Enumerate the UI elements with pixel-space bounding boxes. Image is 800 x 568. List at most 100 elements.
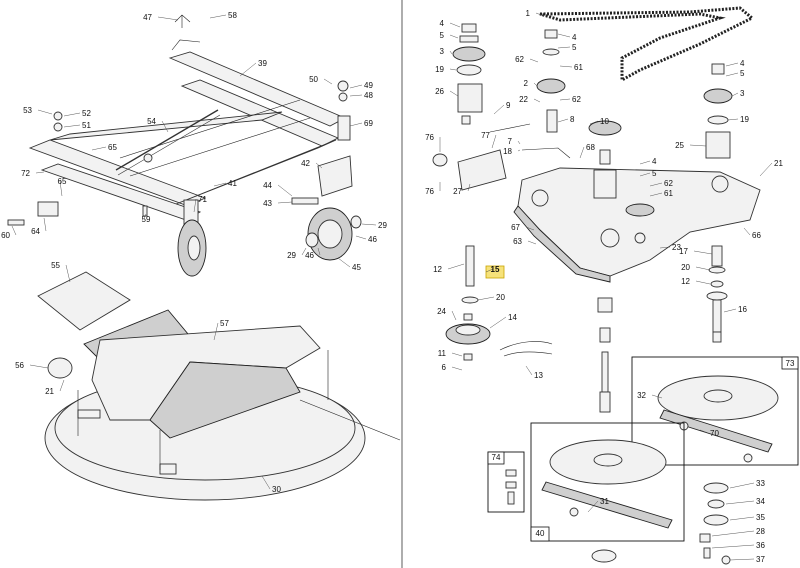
- callout-leader: [451, 352, 463, 357]
- callout-24: 24: [437, 307, 446, 316]
- callout-73: 73: [786, 359, 795, 368]
- callout-leader: [517, 149, 521, 152]
- callout-leader: [699, 429, 709, 434]
- callout-4: 4: [740, 59, 745, 68]
- callout-leader: [11, 225, 17, 236]
- callout-7: 7: [508, 137, 513, 146]
- blade-assembly-40: [530, 422, 685, 563]
- callout-leader: [525, 365, 533, 376]
- callout-46: 46: [368, 235, 377, 244]
- callout-70: 70: [710, 429, 719, 438]
- callout-9: 9: [506, 101, 511, 110]
- callout-21: 21: [774, 159, 783, 168]
- callout-5: 5: [572, 43, 577, 52]
- callout-27: 27: [453, 187, 462, 196]
- callout-leader: [317, 247, 321, 256]
- callout-65: 65: [58, 177, 67, 186]
- callout-leader: [729, 558, 755, 561]
- callout-51: 51: [82, 121, 91, 130]
- callout-leader: [209, 14, 227, 19]
- callout-leader: [695, 280, 711, 285]
- callout-leader: [725, 500, 755, 505]
- callout-11: 11: [438, 349, 447, 358]
- callout-leader: [213, 182, 227, 187]
- callout-16: 16: [738, 305, 747, 314]
- callout-43: 43: [263, 199, 272, 208]
- callout-12: 12: [433, 265, 442, 274]
- callout-30: 30: [272, 485, 281, 494]
- callout-leader: [517, 140, 521, 145]
- callout-35: 35: [756, 513, 765, 522]
- callout-64: 64: [31, 227, 40, 236]
- mower-deck: [37, 271, 401, 501]
- callout-52: 52: [82, 109, 91, 118]
- callout-leader: [477, 296, 495, 301]
- callout-28: 28: [756, 527, 765, 536]
- callout-21: 21: [45, 387, 54, 396]
- callout-leader: [759, 162, 773, 177]
- callout-60: 60: [1, 231, 10, 240]
- callout-72: 72: [21, 169, 30, 178]
- callout-4: 4: [572, 33, 577, 42]
- callout-leader: [277, 201, 293, 204]
- callout-leader: [651, 394, 663, 399]
- callout-leader: [649, 192, 663, 197]
- callout-5: 5: [652, 169, 657, 178]
- callout-19: 19: [435, 65, 444, 74]
- callout-25: 25: [675, 141, 684, 150]
- callout-36: 36: [756, 541, 765, 550]
- callout-12: 12: [681, 277, 690, 286]
- callout-leader: [59, 379, 65, 392]
- callout-leader: [557, 118, 569, 123]
- callout-leader: [91, 146, 107, 151]
- callout-leader: [37, 109, 53, 115]
- callout-54: 54: [147, 117, 156, 126]
- callout-leader: [467, 183, 471, 192]
- callout-leader: [493, 104, 505, 115]
- callout-leader: [349, 122, 363, 127]
- callout-39: 39: [258, 59, 267, 68]
- callout-leader: [355, 235, 367, 240]
- callout-34: 34: [756, 497, 765, 506]
- callout-77: 77: [481, 131, 490, 140]
- callout-3: 3: [740, 89, 745, 98]
- callout-leader: [743, 227, 751, 236]
- callout-leader: [449, 22, 461, 28]
- callout-leader: [533, 82, 538, 87]
- pulley-stack-centre: [536, 29, 655, 217]
- callout-6: 6: [442, 363, 447, 372]
- callout-leader: [535, 12, 545, 17]
- callout-76: 76: [425, 187, 434, 196]
- callout-leader: [43, 217, 47, 232]
- callout-26: 26: [435, 87, 444, 96]
- deck-plate: [513, 167, 761, 283]
- callout-10: 10: [600, 117, 609, 126]
- callout-56: 56: [15, 361, 24, 370]
- callout-37: 37: [756, 555, 765, 564]
- callout-46: 46: [305, 251, 314, 260]
- callout-19: 19: [740, 115, 749, 124]
- callout-leader: [557, 33, 571, 38]
- callout-leader: [639, 172, 651, 177]
- callout-leader: [559, 65, 573, 68]
- hub-hardware-stack: [699, 482, 731, 565]
- callout-leader: [639, 160, 651, 165]
- callout-4: 4: [440, 19, 445, 28]
- callout-69: 69: [364, 119, 373, 128]
- callout-33: 33: [756, 479, 765, 488]
- callout-leader: [451, 310, 457, 321]
- callout-41: 41: [228, 179, 237, 188]
- callout-leader: [323, 78, 333, 85]
- callout-leader: [261, 475, 271, 490]
- callout-20: 20: [496, 293, 505, 302]
- callout-59: 59: [142, 215, 151, 224]
- callout-leader: [729, 482, 755, 489]
- callout-leader: [659, 246, 671, 249]
- callout-leader: [301, 247, 307, 256]
- callout-29: 29: [287, 251, 296, 260]
- callout-61: 61: [664, 189, 673, 198]
- callout-22: 22: [519, 95, 528, 104]
- callout-leader: [695, 266, 711, 271]
- callout-53: 53: [23, 106, 32, 115]
